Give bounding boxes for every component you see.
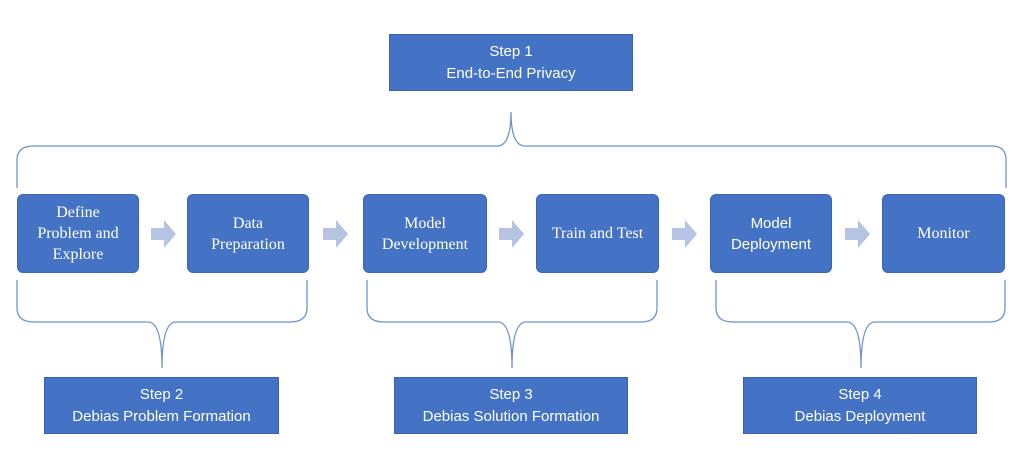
bottom-brace-step4-icon [715,280,1006,369]
flow-arrow-2-icon [323,220,348,248]
stage-model-development-box: Model Development [363,194,487,273]
stage-6-line-1: Monitor [917,225,970,242]
flow-arrow-5-icon [845,220,870,248]
step-2-subtitle: Debias Problem Formation [72,407,251,425]
step-2-title: Step 2 [139,385,184,403]
step-3-box: Step 3 Debias Solution Formation [394,377,628,434]
step-1-title: Step 1 [489,42,533,60]
step-1-subtitle: End-to-End Privacy [446,64,576,82]
stage-5-line-1: Model [750,214,792,232]
stage-monitor-box: Monitor [882,194,1005,273]
flow-arrow-4-icon [672,220,697,248]
stage-3-line-1: Model [404,214,446,232]
step-3-subtitle: Debias Solution Formation [422,407,600,425]
stage-5-line-2: Deployment [730,235,812,253]
stage-1-line-3: Explore [52,246,104,263]
stage-1-line-1: Define [56,204,100,221]
stage-model-deployment-box: Model Deployment [710,194,832,273]
flow-arrow-1-icon [151,220,176,248]
stage-1-line-2: Problem and [37,225,119,242]
step-1-box: Step 1 End-to-End Privacy [389,34,633,91]
step-4-subtitle: Debias Deployment [794,407,926,425]
bottom-brace-step2-icon [16,280,308,369]
step-4-box: Step 4 Debias Deployment [743,377,977,434]
bottom-brace-step3-icon [366,280,658,369]
stage-train-and-test-box: Train and Test [536,194,659,273]
top-brace-icon [16,111,1007,188]
step-3-title: Step 3 [489,385,533,403]
flow-arrow-3-icon [499,220,524,248]
stage-data-preparation-box: Data Preparation [187,194,309,273]
stage-3-line-2: Development [381,235,469,253]
stage-define-problem-box: Define Problem and Explore [17,194,139,273]
stage-2-line-1: Data [232,214,264,232]
step-2-box: Step 2 Debias Problem Formation [44,377,279,434]
step-4-title: Step 4 [838,385,882,403]
stage-4-line-1: Train and Test [551,225,644,242]
stage-2-line-2: Preparation [211,235,285,253]
